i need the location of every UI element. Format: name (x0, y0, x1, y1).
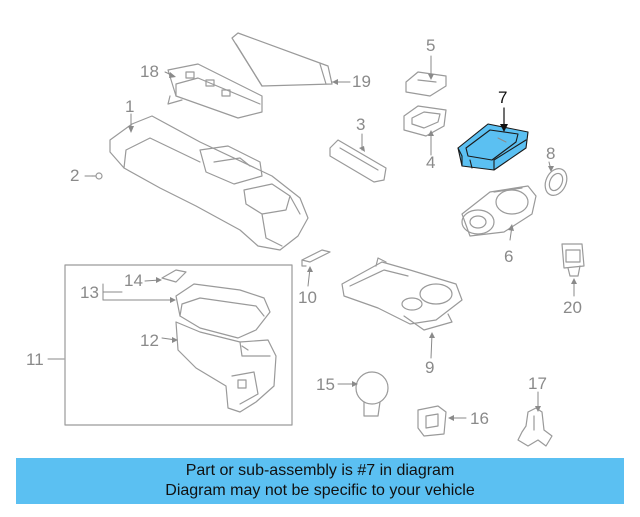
part-3-drawing (329, 139, 387, 183)
callout-3: 3 (356, 115, 366, 134)
callout-8: 8 (546, 144, 556, 163)
part-9-drawing (341, 257, 463, 331)
part-6-drawing (461, 185, 537, 237)
part-13-drawing (175, 283, 271, 339)
part-10-drawing (301, 249, 331, 267)
info-banner: Part or sub-assembly is #7 in diagram Di… (16, 458, 624, 504)
part-1-drawing (109, 115, 309, 251)
banner-line-disclaimer: Diagram may not be specific to your vehi… (165, 482, 475, 499)
part-7-leader (500, 107, 508, 132)
armrest-group-box (64, 264, 293, 426)
callout-18: 18 (140, 62, 159, 81)
part-2-drawing (91, 172, 103, 180)
part-5-drawing (405, 71, 447, 97)
part-8-drawing (544, 168, 568, 196)
part-17-drawing (517, 407, 553, 447)
callout-10: 10 (298, 288, 317, 307)
callout-11: 11 (26, 350, 44, 369)
callout-4: 4 (426, 153, 436, 172)
part-14-drawing (161, 269, 187, 283)
callout-19: 19 (352, 72, 371, 91)
callout-7: 7 (498, 88, 508, 107)
callout-5: 5 (426, 36, 436, 55)
callout-12: 12 (140, 331, 159, 350)
part-7-drawing (457, 123, 529, 171)
callout-16: 16 (470, 409, 489, 428)
arrowheads (128, 72, 577, 421)
part-18-drawing (167, 63, 263, 119)
callout-14: 14 (124, 271, 143, 290)
callout-17: 17 (528, 374, 547, 393)
callout-15: 15 (316, 375, 335, 394)
part-20-drawing (561, 243, 585, 277)
callout-13: 13 (80, 283, 99, 302)
callout-6: 6 (504, 247, 514, 266)
callout-20: 20 (563, 298, 582, 317)
callout-1: 1 (125, 97, 135, 116)
callout-9: 9 (425, 358, 435, 377)
part-19-drawing (231, 32, 333, 87)
part-12-drawing (175, 321, 277, 413)
part-15-drawing (355, 371, 389, 417)
banner-line-part: Part or sub-assembly is #7 in diagram (185, 462, 455, 479)
part-16-drawing (417, 405, 447, 437)
part-4-drawing (403, 105, 447, 137)
callout-2: 2 (70, 166, 80, 185)
